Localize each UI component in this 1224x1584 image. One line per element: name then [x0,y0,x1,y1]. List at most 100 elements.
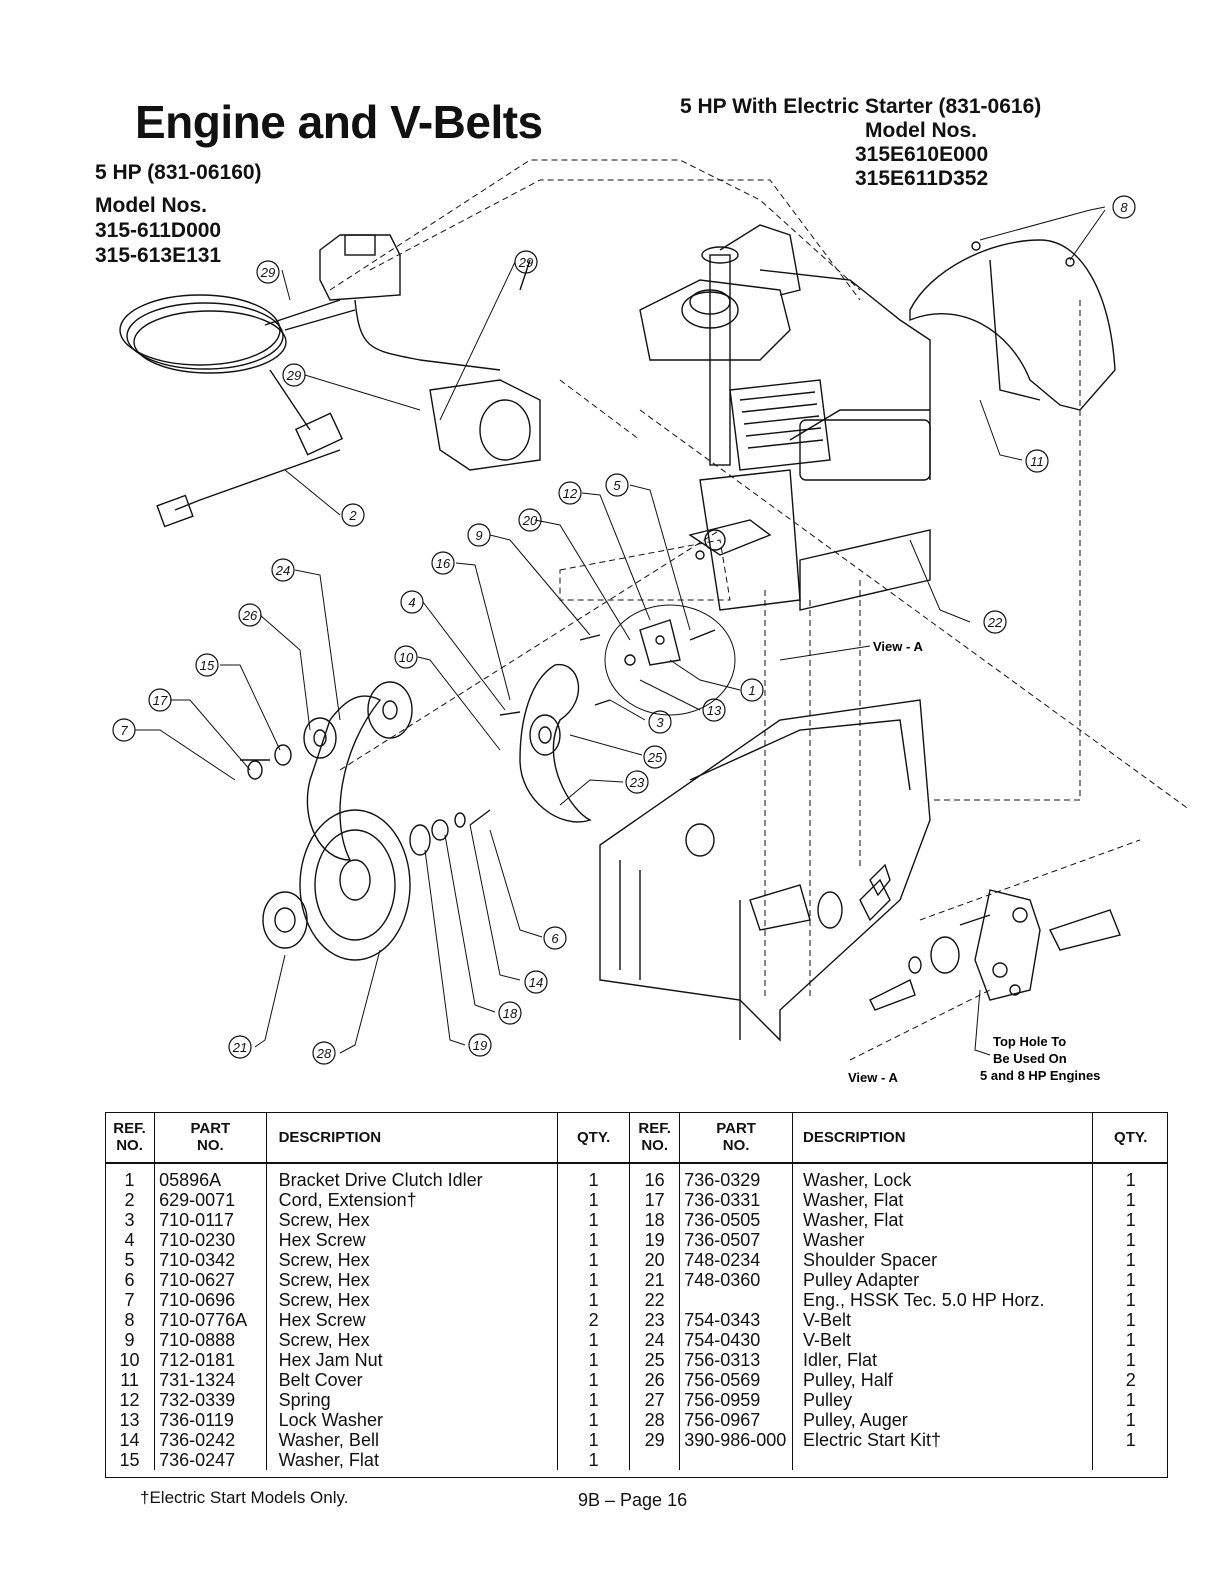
cell-ref: 1 [105,1163,156,1190]
svg-text:6: 6 [551,931,559,946]
cell-ref: 28 [629,1410,681,1430]
cell-part: 629-0071 [154,1190,267,1210]
callout-28: 28 [312,1041,336,1065]
cell-desc: Cord, Extension† [266,1190,559,1210]
cell-desc: Shoulder Spacer [792,1250,1094,1270]
cell-ref: 4 [105,1230,156,1250]
engine-drawing [639,224,931,611]
cell-desc: Washer, Lock [792,1163,1094,1190]
svg-text:14: 14 [529,975,543,990]
cell-part: 710-0776A [154,1310,267,1330]
cell-desc: Pulley [792,1390,1094,1410]
cell-ref: 9 [105,1330,156,1350]
cell-qty: 1 [1125,1330,1136,1350]
callout-29-c: 29 [282,363,306,387]
cell-desc: Electric Start Kit† [792,1430,1094,1450]
left-model-header: 5 HP (831-06160) Model Nos. 315-611D000 … [95,160,262,268]
cell-qty: 1 [557,1270,631,1290]
svg-text:12: 12 [563,486,578,501]
callout-17: 17 [148,688,172,712]
svg-text:9: 9 [475,528,482,543]
svg-text:17: 17 [153,693,168,708]
cell-part: 736-0242 [154,1430,267,1450]
callout-6: 6 [543,926,567,950]
cell-qty: 1 [1125,1310,1136,1330]
cell-qty: 2 [557,1310,631,1330]
idler-bracket-drawing [240,619,716,780]
cell-qty: 1 [1125,1270,1136,1290]
svg-text:24: 24 [275,563,290,578]
callout-bubbles: 29 29 29 2 24 26 15 17 7 16 4 10 9 20 12… [112,195,1136,1065]
cell-part: 756-0569 [679,1370,794,1390]
callout-2: 2 [341,503,365,527]
cell-qty: 2 [1125,1370,1136,1390]
left-header-line1: 5 HP (831-06160) [95,161,262,184]
cell-desc: Washer, Flat [792,1210,1094,1230]
assembly-guide-lines [329,159,1191,1061]
callout-12: 12 [558,481,582,505]
svg-text:29: 29 [518,255,533,270]
belt-cover-drawing [909,239,1116,411]
note-line1: Top Hole To [993,1034,1066,1049]
cell-desc: Idler, Flat [792,1350,1094,1370]
cell-desc: Screw, Hex [266,1290,559,1310]
cell-ref: 7 [105,1290,156,1310]
cell-qty: 1 [557,1210,631,1230]
svg-text:11: 11 [1030,454,1044,469]
view-a-detail-drawing [869,889,1121,1011]
cell-qty: 1 [557,1163,631,1190]
left-header-line3: 315-611D000 [95,219,222,242]
cell-qty: 1 [557,1290,631,1310]
cell-qty: 1 [557,1430,631,1450]
note-line2: Be Used On [993,1051,1067,1066]
cell-part: 748-0234 [679,1250,794,1270]
left-header-line2: Model Nos. [95,194,208,217]
cell-qty: 1 [1125,1390,1136,1410]
svg-text:29: 29 [286,368,301,383]
cell-qty: 1 [1125,1430,1136,1450]
col-header-qty: QTY. [557,1112,631,1164]
cell-qty [1093,1450,1168,1470]
svg-text:22: 22 [987,615,1003,630]
cell-part: 05896A [154,1163,267,1190]
svg-text:28: 28 [316,1046,332,1061]
callout-29-a: 29 [256,260,280,284]
cell-ref: 14 [105,1430,156,1450]
cell-ref: 17 [629,1190,681,1210]
right-model-header: 5 HP With Electric Starter (831-0616) Mo… [680,95,1120,191]
callout-5: 5 [605,473,629,497]
callout-29-b: 29 [514,250,538,274]
cell-ref: 10 [105,1350,156,1370]
callout-24: 24 [271,558,295,582]
footnote: †Electric Start Models Only. [140,1488,349,1507]
cell-part: 736-0505 [679,1210,794,1230]
cell-qty: 1 [1125,1250,1136,1270]
cell-desc: Bracket Drive Clutch Idler [266,1163,559,1190]
cell-part: 710-0696 [154,1290,267,1310]
cell-part: 710-0342 [154,1250,267,1270]
cell-ref: 18 [629,1210,681,1230]
svg-text:4: 4 [408,595,415,610]
right-header-line1: 5 HP With Electric Starter (831-0616) [680,95,1042,118]
cell-ref [629,1450,681,1470]
cell-desc: Screw, Hex [266,1250,559,1270]
cell-desc: Screw, Hex [266,1210,559,1230]
cell-part [679,1450,794,1470]
cell-qty: 1 [1125,1230,1136,1250]
svg-text:25: 25 [647,750,663,765]
right-header-line4: 315E611D352 [855,167,989,190]
svg-text:3: 3 [656,715,664,730]
callout-1: 1 [740,678,764,702]
cell-desc: Spring [266,1390,559,1410]
callout-16: 16 [431,551,455,575]
right-header-line3: 315E610E000 [855,143,989,166]
